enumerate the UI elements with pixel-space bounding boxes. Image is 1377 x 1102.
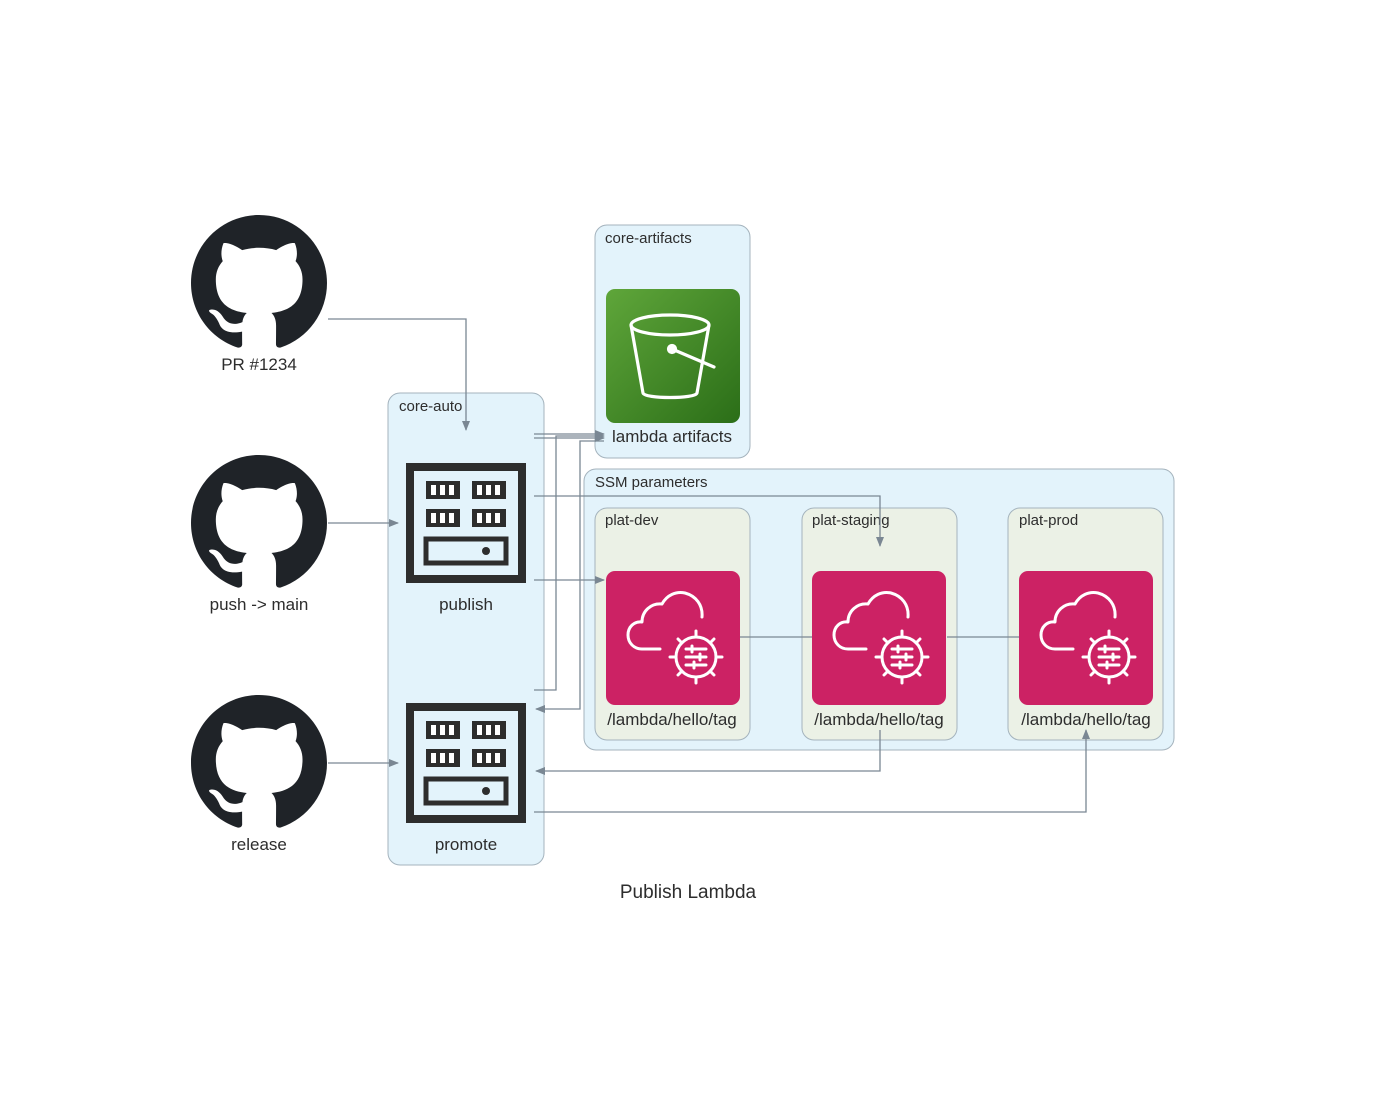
github-icon — [191, 695, 327, 828]
node-release-label: release — [231, 835, 287, 854]
cluster-plat-dev-label: plat-dev — [605, 512, 659, 529]
edge-artifacts-to-promote — [535, 440, 604, 713]
node-ssm-staging[interactable]: /lambda/hello/tag — [812, 571, 946, 729]
node-lambda-artifacts[interactable]: lambda artifacts — [606, 289, 740, 446]
node-release[interactable]: release — [191, 695, 327, 854]
node-promote-label: promote — [435, 835, 497, 854]
node-promote[interactable]: promote — [410, 707, 522, 854]
node-push-main-label: push -> main — [210, 595, 309, 614]
github-icon — [191, 215, 327, 348]
node-publish-label: publish — [439, 595, 493, 614]
cluster-plat-staging-label: plat-staging — [812, 512, 890, 529]
node-lambda-artifacts-label: lambda artifacts — [612, 427, 732, 446]
edge-pr-to-publish — [328, 318, 470, 431]
edge-staging-to-promote — [535, 730, 881, 775]
cluster-core-artifacts-label: core-artifacts — [605, 230, 692, 247]
edge-promote-to-prod — [534, 729, 1090, 813]
s3-bucket-icon — [606, 289, 740, 423]
edge-publish-to-staging — [534, 495, 884, 547]
node-ssm-prod[interactable]: /lambda/hello/tag — [1019, 571, 1153, 729]
cluster-plat-prod-label: plat-prod — [1019, 512, 1078, 529]
node-pr-1234[interactable]: PR #1234 — [191, 215, 327, 374]
node-pr-1234-label: PR #1234 — [221, 355, 297, 374]
node-publish[interactable]: publish — [410, 467, 522, 614]
node-push-main[interactable]: push -> main — [191, 455, 327, 614]
diagram-title: Publish Lambda — [620, 882, 757, 903]
node-ssm-prod-label: /lambda/hello/tag — [1021, 710, 1150, 729]
edge-promote-to-artifacts — [534, 432, 605, 691]
github-icon — [191, 455, 327, 588]
edges — [328, 318, 1090, 813]
node-ssm-dev-label: /lambda/hello/tag — [607, 710, 736, 729]
ssm-parameter-store-icon — [1019, 571, 1153, 705]
ssm-parameter-store-icon — [812, 571, 946, 705]
node-ssm-staging-label: /lambda/hello/tag — [814, 710, 943, 729]
node-ssm-dev[interactable]: /lambda/hello/tag — [606, 571, 740, 729]
cluster-ssm-parameters-label: SSM parameters — [595, 474, 708, 491]
cluster-core-auto-label: core-auto — [399, 398, 462, 415]
ssm-parameter-store-icon — [606, 571, 740, 705]
